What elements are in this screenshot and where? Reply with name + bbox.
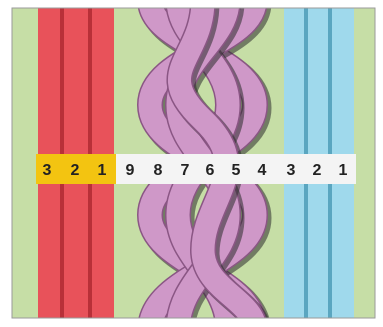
left-label-1: 1 xyxy=(98,162,107,179)
right-label-2: 2 xyxy=(313,162,322,179)
cable-label-6: 6 xyxy=(206,162,215,179)
edge-band-left xyxy=(12,8,38,318)
cable-label-5: 5 xyxy=(232,162,241,179)
right-label-3: 3 xyxy=(287,162,296,179)
left-label-3: 3 xyxy=(43,162,52,179)
edge-band-right xyxy=(354,8,375,318)
left-label-2: 2 xyxy=(71,162,80,179)
stitch-number-band: 3 2 1 9 8 7 6 5 4 3 2 1 xyxy=(36,154,356,184)
cable-label-9: 9 xyxy=(126,162,135,179)
cable-label-4: 4 xyxy=(258,162,267,179)
cable-label-7: 7 xyxy=(181,162,190,179)
right-label-1: 1 xyxy=(339,162,348,179)
cable-label-8: 8 xyxy=(154,162,163,179)
